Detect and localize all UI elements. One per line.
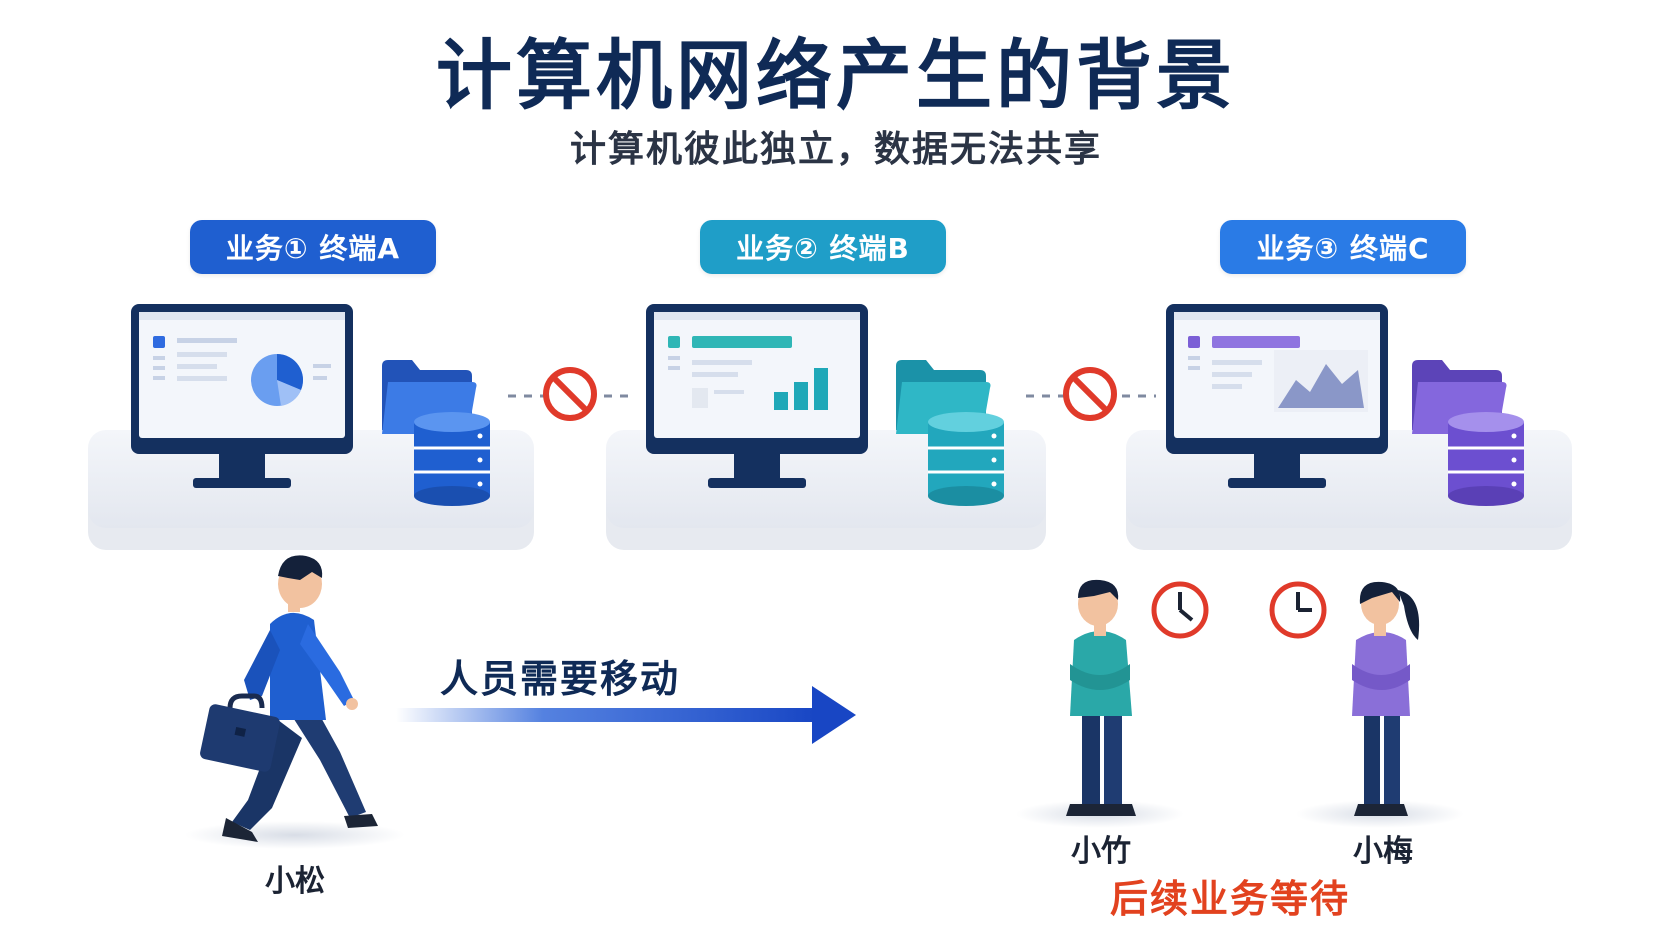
monitor-icon — [131, 304, 353, 488]
terminal-c — [1126, 304, 1572, 550]
terminal-b — [606, 304, 1046, 550]
waiting-person-1 — [1016, 579, 1184, 828]
arrow-right-icon — [396, 686, 856, 744]
monitor-icon — [1166, 304, 1388, 488]
prohibited-icon — [1063, 367, 1117, 421]
terminal-a — [88, 304, 534, 550]
terminal-a-badge: 业务① 终端A — [190, 220, 436, 274]
page-title: 计算机网络产生的背景 — [436, 31, 1236, 120]
prohibited-icon — [543, 367, 597, 421]
waiting-person-2 — [1296, 581, 1464, 828]
person-label-walker: 小松 — [265, 864, 325, 899]
terminal-b-badge: 业务② 终端B — [700, 220, 946, 274]
monitor-icon — [646, 304, 868, 488]
page-subtitle: 计算机彼此独立，数据无法共享 — [569, 129, 1102, 170]
database-icon — [1448, 412, 1524, 506]
clock-icon — [1269, 581, 1327, 639]
no-connection-bc — [1026, 367, 1156, 421]
database-icon — [414, 412, 490, 506]
no-connection-ab — [508, 367, 636, 421]
move-label: 人员需要移动 — [440, 657, 681, 701]
database-icon — [928, 412, 1004, 506]
terminal-c-badge: 业务③ 终端C — [1220, 220, 1466, 274]
walking-person — [185, 555, 405, 849]
briefcase-icon — [200, 693, 280, 772]
person-label-waiting2: 小梅 — [1353, 834, 1413, 869]
clock-icon — [1151, 581, 1209, 639]
wait-label: 后续业务等待 — [1109, 877, 1350, 921]
person-label-waiting1: 小竹 — [1071, 834, 1131, 869]
